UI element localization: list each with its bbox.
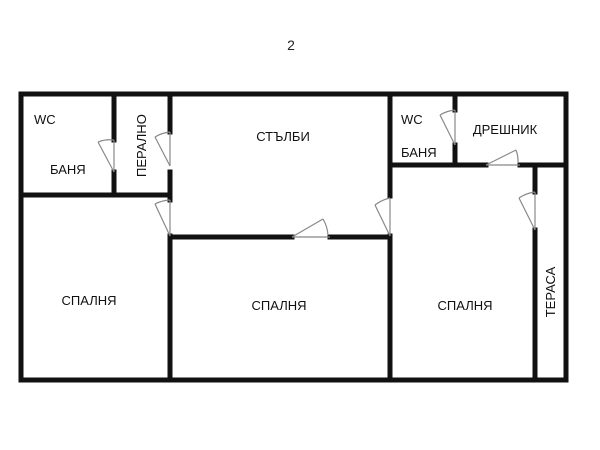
door-bedroom-middle — [291, 218, 330, 238]
door-laundry — [154, 131, 171, 167]
room-label-terrace: ТЕРАСА — [543, 266, 558, 317]
room-label-stairs: СТЪЛБИ — [256, 129, 310, 144]
door-terrace — [518, 191, 536, 231]
room-label-bedroom-right: СПАЛНЯ — [438, 298, 493, 313]
room-label-bath-right: БАНЯ — [401, 145, 437, 160]
doors — [97, 109, 536, 238]
room-label-wardrobe: ДРЕШНИК — [473, 122, 538, 137]
floor-number: 2 — [287, 37, 295, 53]
room-label-bedroom-middle: СПАЛНЯ — [252, 298, 307, 313]
door-bedroom-right — [374, 197, 391, 237]
room-label-laundry: ПЕРАЛНО — [134, 114, 149, 177]
door-bedroom-left — [154, 199, 171, 237]
door-wardrobe — [485, 149, 520, 166]
room-label-wc-left: WC — [34, 112, 56, 127]
door-wc-left — [97, 139, 115, 173]
walls — [18, 91, 569, 383]
room-label-wc-right: WC — [401, 112, 423, 127]
door-wc-right — [439, 109, 456, 146]
room-label-bath-left: БАНЯ — [50, 162, 86, 177]
room-label-bedroom-left: СПАЛНЯ — [62, 293, 117, 308]
